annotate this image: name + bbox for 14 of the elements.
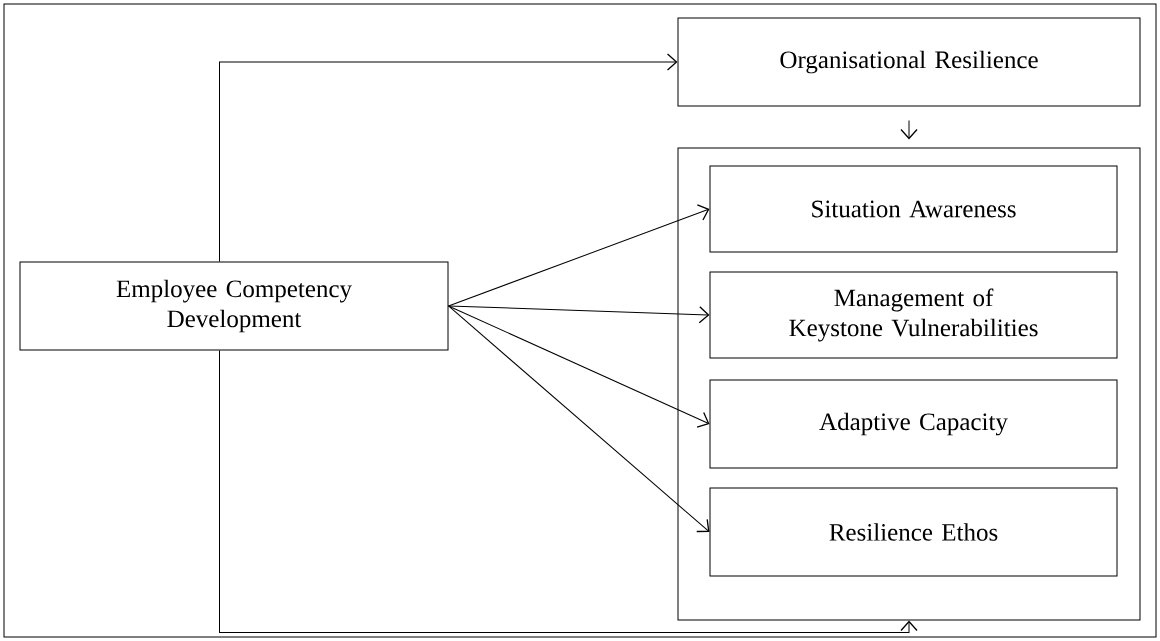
arrow (448, 305, 710, 533)
box: Employee Competency Development (19, 261, 449, 351)
box: Management of Keystone Vulnerabilities (709, 271, 1118, 359)
box: Resilience Ethos (709, 487, 1118, 577)
arrow (448, 305, 710, 428)
arrow (219, 350, 918, 633)
container-box (677, 147, 1141, 621)
box: Organisational Resilience (677, 17, 1141, 107)
arrow (219, 53, 678, 262)
arrow (900, 120, 918, 140)
box: Situation Awareness (709, 165, 1118, 253)
box: Adaptive Capacity (709, 379, 1118, 469)
arrow (448, 305, 710, 324)
arrow (448, 204, 710, 307)
